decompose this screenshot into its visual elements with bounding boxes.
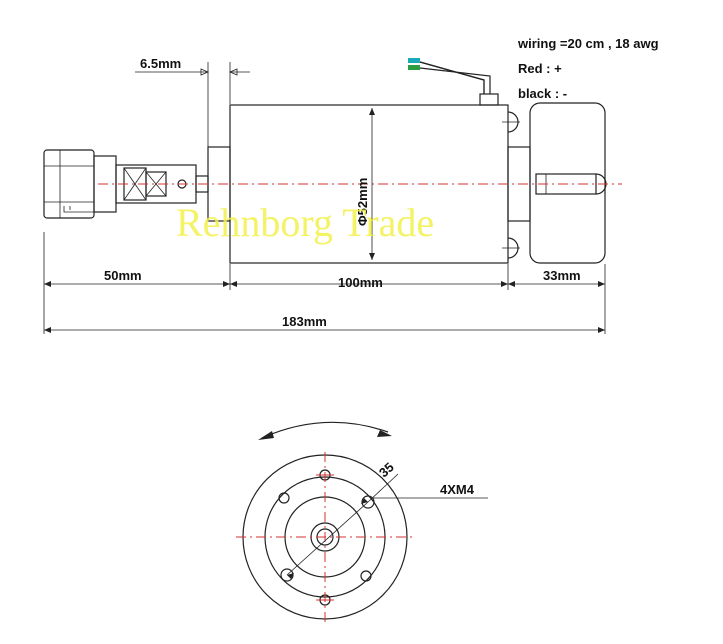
wire-terminal [408, 58, 499, 106]
wire-lead-b [408, 65, 420, 70]
outer-hole-tl [278, 492, 290, 504]
flange-thickness-label: 6.5mm [140, 56, 181, 71]
side-view [43, 58, 622, 264]
rear-screws [502, 111, 520, 259]
mount-holes-label: 4XM4 [440, 482, 475, 497]
collet-nut [43, 149, 117, 219]
rotation-arc [261, 421, 389, 439]
dimension-lines [43, 62, 606, 334]
body-length-label: 100mm [338, 275, 383, 290]
labels: wiring =20 cm , 18 awg Red : + black : -… [104, 36, 659, 329]
bolt-circle-label: 35 [376, 459, 397, 480]
arc-arrow-right [377, 430, 392, 437]
wiring-spec: wiring =20 cm , 18 awg [517, 36, 659, 51]
total-length-label: 183mm [282, 314, 327, 329]
diameter-label: Φ52mm [355, 178, 370, 226]
bolt-circle-dimension [286, 501, 369, 576]
collet-length-label: 50mm [104, 268, 142, 283]
watermark: Rehnborg Trade [176, 200, 434, 245]
outer-hole-br [360, 570, 372, 582]
rear-length-label: 33mm [543, 268, 581, 283]
end-view: 35 4XM4 [236, 421, 488, 622]
wiring-red: Red : + [518, 61, 562, 76]
arc-arrow-left [258, 431, 274, 440]
wiring-black: black : - [518, 86, 567, 101]
wire-lead-a [408, 58, 420, 63]
rear-cap [529, 102, 606, 264]
